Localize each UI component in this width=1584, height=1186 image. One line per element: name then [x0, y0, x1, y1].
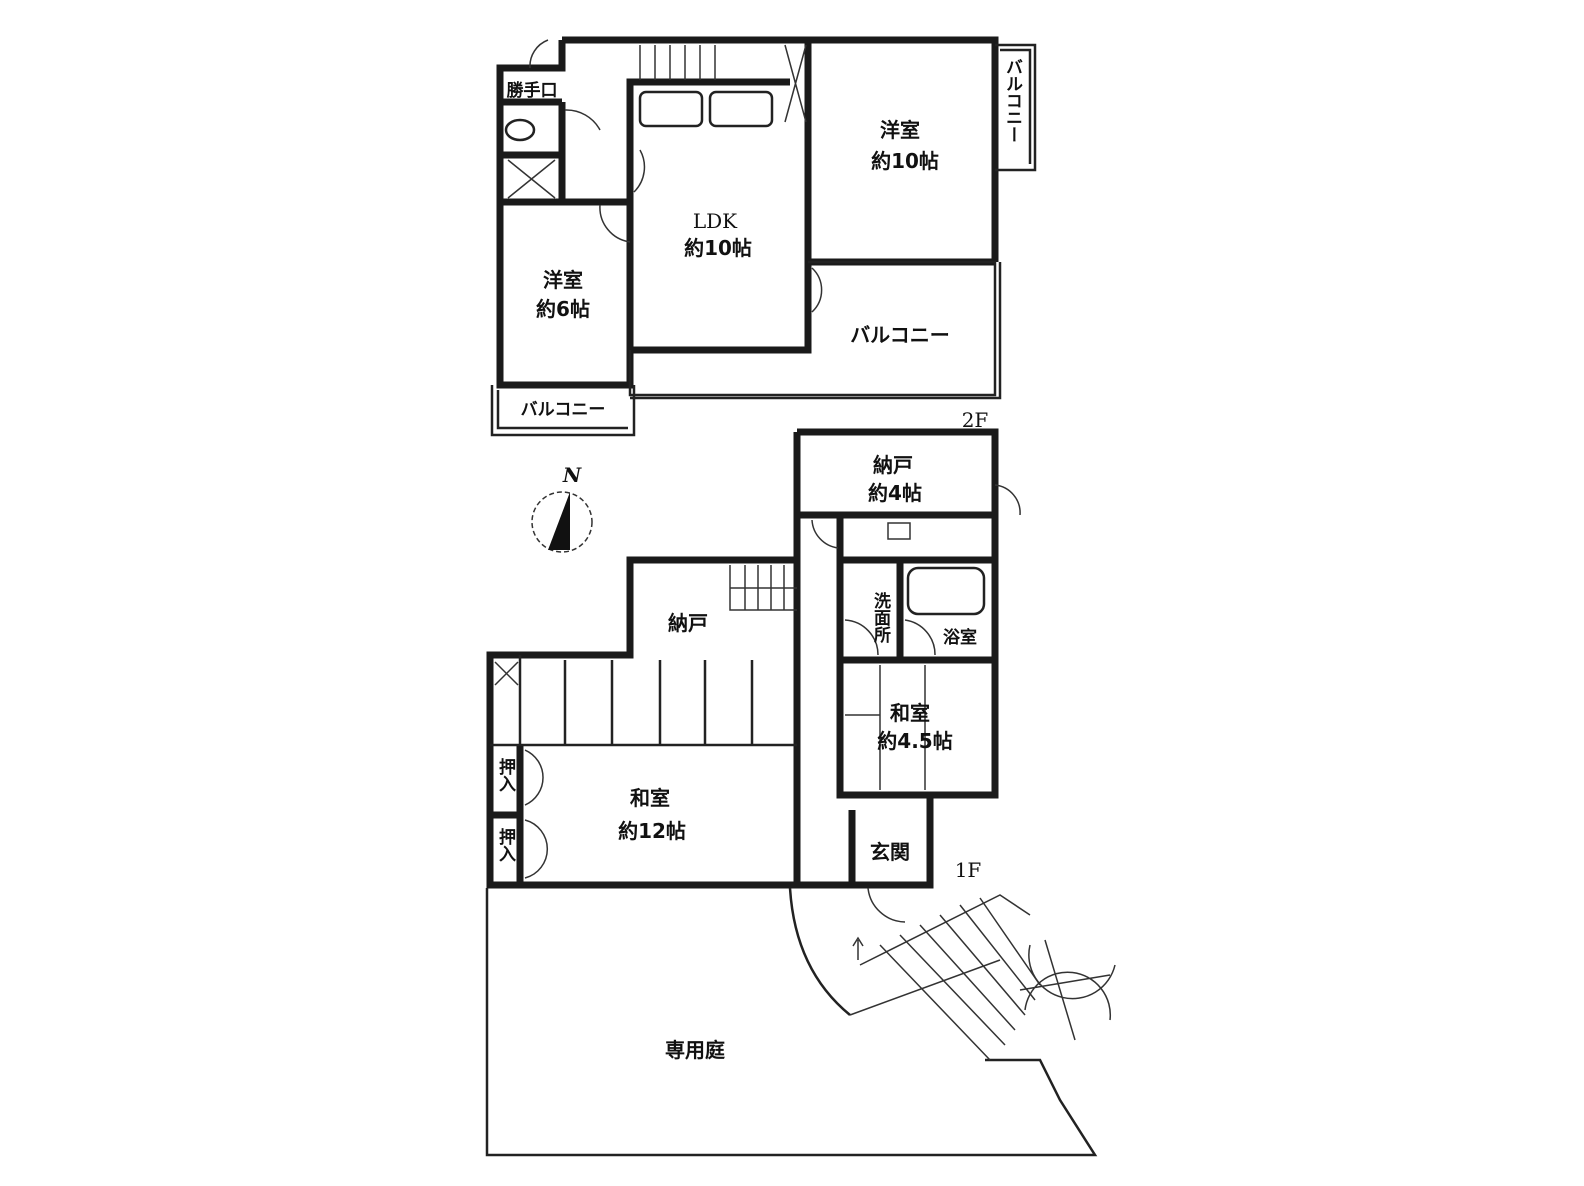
entry-arrow-icon	[852, 936, 864, 960]
bathtub-icon	[906, 566, 986, 616]
plant-icon	[1019, 939, 1116, 1041]
door-swings-1f	[524, 484, 1021, 923]
kitchen-stove	[708, 90, 774, 128]
western-6-size: 約6帖	[536, 297, 590, 321]
private-garden-label: 専用庭	[665, 1038, 725, 1062]
washroom-label: 洗面所	[870, 591, 891, 644]
kitchen-sink	[638, 90, 704, 128]
bath-label: 浴室	[943, 627, 977, 648]
floor-2-label: 2F	[962, 408, 989, 432]
door-swings-2f	[529, 39, 823, 313]
balcony-side-label: バルコニー	[1002, 58, 1023, 143]
balcony-main-label: バルコニー	[850, 323, 950, 347]
entrance-label: 玄関	[870, 840, 910, 864]
approach-stairs	[849, 894, 1041, 1061]
japanese-12-size: 約12帖	[618, 819, 686, 843]
compass-label: N	[562, 463, 582, 487]
garden-boundary	[485, 887, 1098, 1157]
ldk-name: LDK	[693, 209, 738, 233]
wall-1f-rooms	[490, 511, 995, 885]
floor-1: 納戸 約4帖 納戸 洗面所 浴室 和室 約4.5帖 和室 約12帖 押入 押入 …	[486, 428, 1021, 923]
japanese-12-name: 和室	[630, 786, 670, 810]
balcony-left-label: バルコニー	[521, 400, 606, 420]
wall-1f-outer	[486, 428, 999, 889]
closet-row-x	[494, 661, 519, 686]
wall-2f-rooms	[500, 98, 995, 266]
japanese-45-size: 約4.5帖	[877, 729, 952, 753]
closet-row	[490, 655, 797, 747]
closet-1-label: 押入	[495, 757, 516, 792]
western-6-name: 洋室	[543, 268, 583, 292]
floor-1-label: 1F	[955, 858, 982, 882]
stairs-1f	[729, 565, 797, 611]
north-arrow-icon	[548, 492, 570, 550]
japanese-45-name: 和室	[890, 701, 930, 725]
storage-4-name: 納戸	[873, 453, 913, 477]
back-door-label: 勝手口	[507, 80, 558, 101]
tatami-45	[845, 665, 926, 790]
ldk-size: 約10帖	[684, 236, 752, 260]
balcony-2f-left	[490, 385, 636, 437]
washbasin-icon	[887, 522, 911, 540]
western-10-size: 約10帖	[871, 149, 939, 173]
north-compass: N	[531, 463, 593, 553]
closet-2-label: 押入	[495, 827, 516, 862]
garden-area: 専用庭	[485, 887, 1116, 1157]
floor-2: 勝手口 洋室 約10帖 LDK 約10帖 洋室 約6帖 バルコニー バルコニー …	[490, 36, 1037, 437]
stairs-2f	[639, 45, 716, 80]
balcony-2f-main	[628, 260, 1002, 400]
western-10-name: 洋室	[880, 118, 920, 142]
toilet-icon	[504, 118, 536, 142]
storage-4-size: 約4帖	[868, 481, 922, 505]
balcony-2f-side	[995, 43, 1037, 172]
storage-small-label: 納戸	[668, 611, 708, 635]
closet-x	[507, 44, 807, 199]
